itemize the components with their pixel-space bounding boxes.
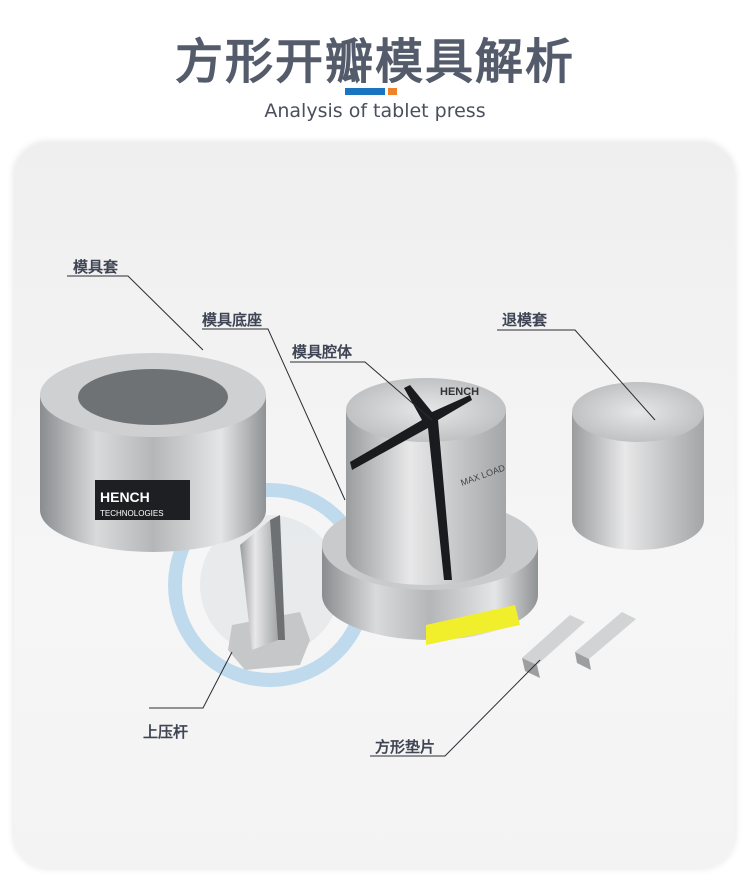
label-square-spacer: 方形垫片 [375, 738, 436, 756]
label-mold-sleeve: 模具套 [73, 258, 119, 276]
page-subtitle: Analysis of tablet press [264, 100, 486, 122]
ejector-sleeve-image [572, 382, 704, 550]
label-ejector-sleeve: 退模套 [502, 311, 548, 329]
label-mold-cavity: 模具腔体 [292, 343, 353, 361]
label-upper-punch: 上压杆 [143, 723, 189, 741]
page-title: 方形开瓣模具解析 [174, 34, 575, 90]
cavity-brand-text: HENCH [440, 386, 479, 398]
label-mold-base: 模具底座 [202, 311, 263, 329]
sleeve-brand-text: HENCH [100, 489, 150, 505]
leader-lines [67, 275, 656, 757]
square-spacers-image [522, 612, 636, 678]
sleeve-brand-sub-text: TECHNOLOGIES [100, 509, 164, 518]
mold-base-image: HENCH MAX LOAD [322, 378, 538, 645]
title-accent-blue [345, 88, 385, 95]
upper-punch-image [228, 515, 310, 670]
mold-sleeve-image: HENCH TECHNOLOGIES [40, 353, 266, 552]
title-accent-orange [388, 88, 397, 95]
